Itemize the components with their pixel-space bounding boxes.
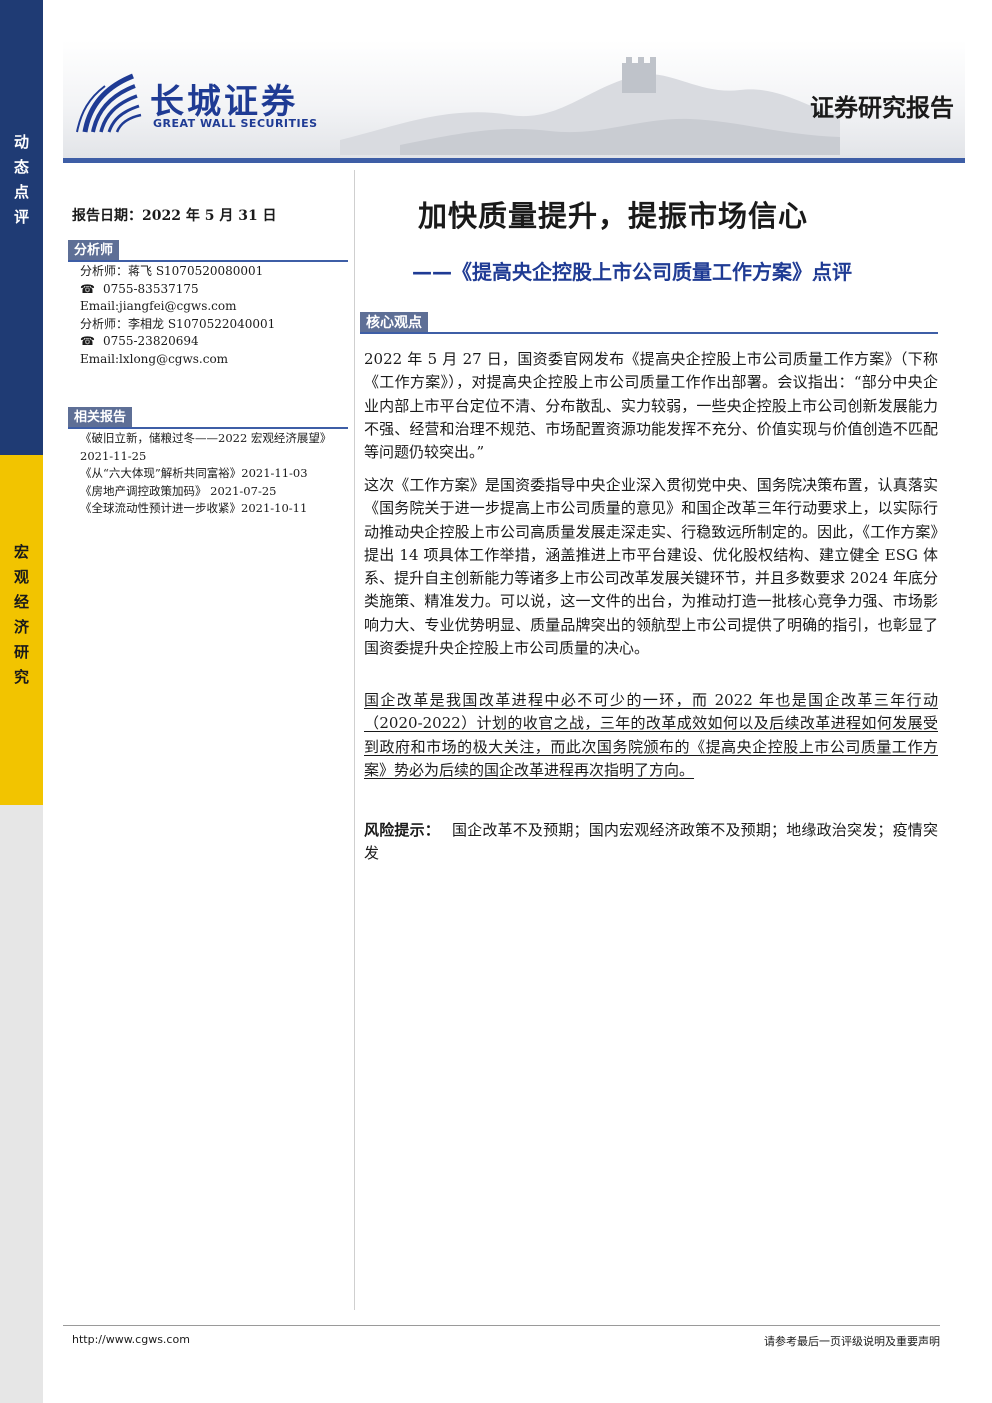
analyst-1-name: 分析师：蒋飞 S1070520080001	[80, 264, 264, 278]
section-rule	[68, 260, 348, 262]
analyst-1-phone: 0755-83537175	[102, 281, 199, 296]
footer-rule	[63, 1325, 940, 1326]
related-section-header: 相关报告	[68, 407, 348, 429]
sidebar-yellow-block	[0, 455, 43, 805]
sidebar-report-category: 动 态 点 评	[13, 133, 29, 226]
analyst-section-header: 分析师	[68, 240, 348, 262]
report-subtitle: ——《提高央企控股上市公司质量工作方案》点评	[412, 260, 852, 284]
column-divider	[354, 170, 355, 1310]
analyst-2-name: 分析师：李相龙 S1070522040001	[80, 316, 276, 331]
analyst-2-email[interactable]: Email:lxlong@cgws.com	[80, 351, 229, 366]
report-type-title: 证券研究报告	[810, 94, 954, 122]
related-report-item[interactable]: 《破旧立新，储粮过冬——2022 宏观经济展望》2021-11-25	[80, 431, 332, 463]
great-wall-logo-icon	[76, 73, 142, 133]
footer-website-link[interactable]: http://www.cgws.com	[72, 1333, 190, 1346]
related-report-item[interactable]: 《房地产调控政策加码》 2021-07-25	[80, 483, 277, 498]
phone-icon: ☎	[80, 281, 95, 296]
related-report-item[interactable]: 《从“六大体现”解析共同富裕》2021-11-03	[80, 466, 308, 480]
company-logo-text: 长城证券	[150, 82, 298, 122]
body-paragraph-2: 这次《工作方案》是国资委指导中央企业深入贯彻党中央、国务院决策布置，认真落实《国…	[364, 476, 938, 658]
risk-text: 国企改革不及预期；国内宏观经济政策不及预期；地缘政治突发；疫情突发	[364, 821, 938, 863]
related-section-label: 相关报告	[68, 407, 133, 429]
analyst-1-email[interactable]: Email:jiangfei@cgws.com	[80, 299, 237, 314]
related-report-item[interactable]: 《全球流动性预计进一步收紧》2021-10-11	[80, 501, 308, 515]
footer-disclaimer-note: 请参考最后一页评级说明及重要声明	[764, 1335, 940, 1348]
body-paragraph-3: 国企改革是我国改革进程中必不可少的一环，而 2022 年也是国企改革三年行动（2…	[364, 691, 938, 779]
analyst-info: 分析师：蒋飞 S1070520080001 ☎ 0755-83537175 Ema…	[80, 263, 275, 369]
phone-icon: ☎	[80, 334, 95, 349]
section-rule	[68, 427, 348, 429]
great-wall-illustration	[340, 57, 840, 155]
report-date: 报告日期：2022 年 5 月 31 日	[72, 208, 277, 224]
core-view-label: 核心观点	[360, 312, 428, 334]
section-rule	[360, 332, 938, 334]
company-logo-english: GREAT WALL SECURITIES	[153, 117, 318, 130]
analyst-1-phone-row: ☎ 0755-83537175	[80, 281, 275, 299]
analyst-2-phone: 0755-23820694	[102, 334, 199, 349]
related-reports-list: 《破旧立新，储粮过冬——2022 宏观经济展望》2021-11-25 《从“六大…	[80, 430, 348, 518]
header-rule	[63, 158, 965, 163]
body-paragraph-1: 2022 年 5 月 27 日，国资委官网发布《提高央企控股上市公司质量工作方案…	[364, 350, 938, 462]
risk-label: 风险提示：	[364, 821, 440, 839]
analyst-section-label: 分析师	[68, 240, 120, 262]
sidebar-top-block	[0, 0, 43, 455]
report-title: 加快质量提升，提振市场信心	[418, 199, 809, 233]
analyst-2-phone-row: ☎ 0755-23820694	[80, 333, 275, 351]
sidebar-research-category: 宏 观 经 济 研 究	[13, 543, 29, 686]
risk-warning: 风险提示：国企改革不及预期；国内宏观经济政策不及预期；地缘政治突发；疫情突发	[364, 819, 938, 866]
core-view-section-header: 核心观点	[360, 312, 938, 334]
